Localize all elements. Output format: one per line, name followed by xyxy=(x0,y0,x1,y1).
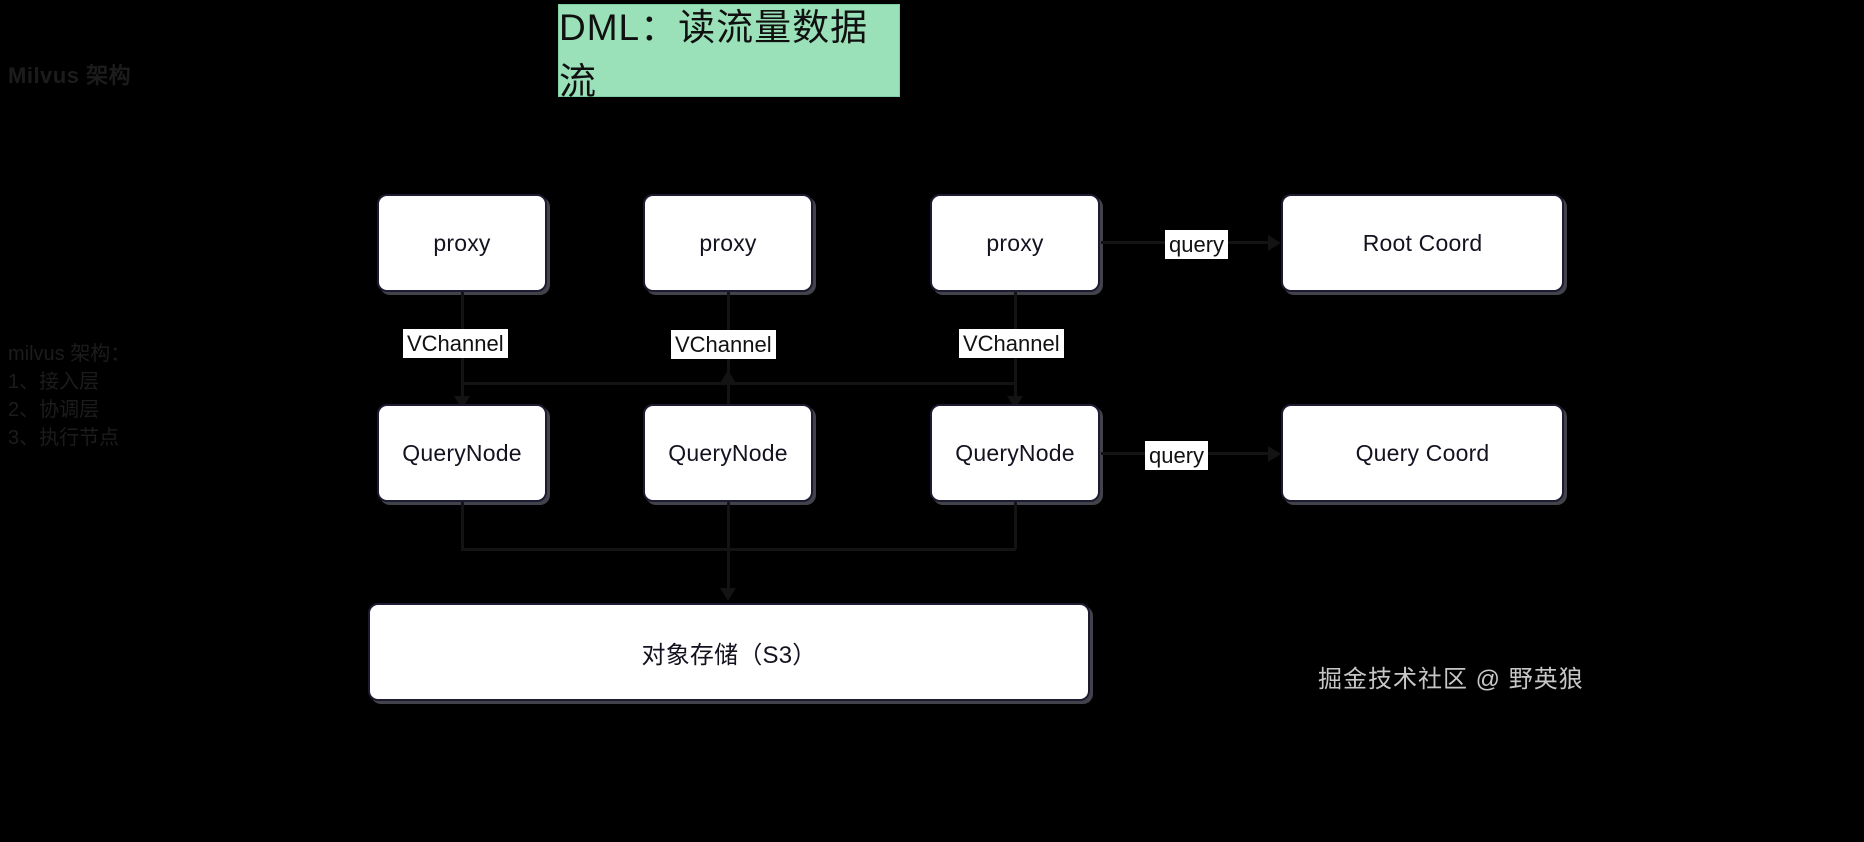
vchannel-bus-line xyxy=(461,382,1016,385)
edge-bus-to-querynode3-line xyxy=(1014,382,1017,404)
diagram-title: DML：读流量数据流 xyxy=(558,4,900,102)
node-proxy-3[interactable]: proxy xyxy=(930,194,1100,292)
storage-bus-line xyxy=(461,548,1016,551)
edge-label-query-root: query xyxy=(1165,230,1229,260)
background-heading-text: Milvus 架构 xyxy=(8,63,132,88)
edge-label-vchannel-1: VChannel xyxy=(403,329,508,359)
node-query-coord[interactable]: Query Coord xyxy=(1281,404,1564,502)
node-proxy-1[interactable]: proxy xyxy=(377,194,547,292)
node-object-storage[interactable]: 对象存储（S3） xyxy=(368,603,1090,701)
watermark: 掘金技术社区 @ 野英狼 xyxy=(1318,666,1584,693)
edge-bus-to-querynode1-line xyxy=(461,382,464,404)
edge-label-query-coord: query xyxy=(1145,441,1209,471)
edge-label-vchannel-2: VChannel xyxy=(671,330,776,360)
background-body-text: milvus 架构： 1、接入层 2、协调层 3、执行节点 xyxy=(8,343,131,449)
edge-proxy-to-root-coord-arrowhead xyxy=(1268,235,1281,251)
edge-querynode3-down-line xyxy=(1014,502,1017,549)
edge-bus-to-querynode2-arrowhead xyxy=(720,370,736,383)
edge-bus-to-storage-arrowhead xyxy=(720,588,736,601)
node-querynode-2[interactable]: QueryNode xyxy=(643,404,813,502)
node-proxy-2[interactable]: proxy xyxy=(643,194,813,292)
node-querynode-1[interactable]: QueryNode xyxy=(377,404,547,502)
edge-bus-to-querynode2-line xyxy=(727,382,730,404)
node-querynode-3[interactable]: QueryNode xyxy=(930,404,1100,502)
edge-label-vchannel-3: VChannel xyxy=(959,329,1064,359)
edge-querynode-to-query-coord-arrowhead xyxy=(1268,446,1281,462)
edge-querynode1-down-line xyxy=(461,502,464,549)
node-root-coord[interactable]: Root Coord xyxy=(1281,194,1564,292)
edge-bus-to-storage-line xyxy=(727,502,730,594)
